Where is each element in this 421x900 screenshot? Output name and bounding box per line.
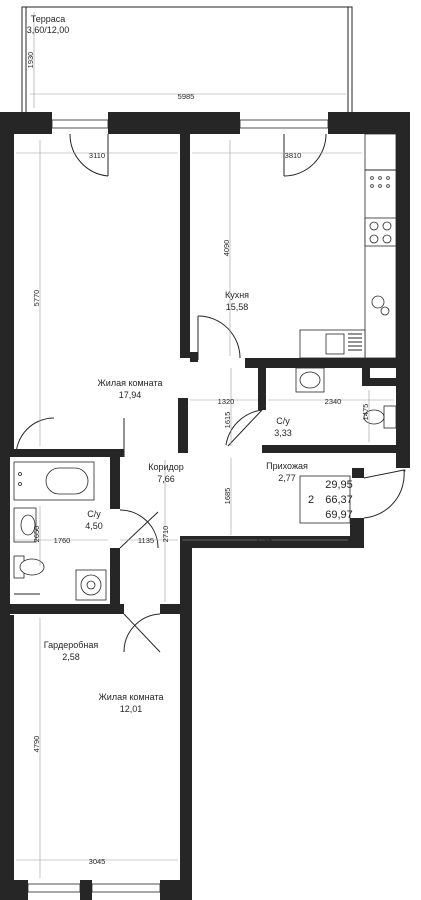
bath-large-fixtures	[13, 461, 107, 601]
living-area: 29,95	[325, 479, 353, 491]
area-summary: 2 29,95 66,37 69,97	[299, 475, 353, 524]
dim-kitchen-width: 3810	[285, 151, 302, 160]
dimension-labels: 1930 5985 3110 3810 5770 4090 1320 2340 …	[26, 52, 370, 866]
dim-terrace-width: 5985	[178, 92, 195, 101]
dim-living1-width: 3110	[89, 151, 105, 160]
living2-area: 12,01	[120, 704, 143, 714]
total-area-terrace: 69,97	[325, 509, 353, 521]
dim-corridor-depth: 1615	[223, 412, 232, 429]
kitchen-area: 15,58	[226, 302, 249, 312]
dim-corridor-width: 1135	[138, 536, 154, 545]
dim-corridor-length: 2710	[161, 526, 170, 543]
dim-living2-width: 3045	[89, 857, 106, 866]
hall-area: 2,77	[278, 473, 296, 483]
corridor-area: 7,66	[157, 474, 175, 484]
dim-hall-depth: 1685	[223, 488, 232, 505]
dim-bath-small-width: 2340	[325, 397, 342, 406]
corridor-name: Коридор	[148, 462, 184, 472]
rooms-count: 2	[308, 494, 314, 506]
walls	[0, 112, 410, 900]
dim-living2-length: 4790	[32, 736, 41, 753]
windows	[27, 119, 406, 893]
dim-terrace-depth: 1930	[26, 52, 35, 69]
total-area: 66,37	[325, 494, 353, 506]
kitchen-name: Кухня	[225, 290, 249, 300]
bath-large-area: 4,50	[85, 521, 103, 531]
bath-small-area: 3,33	[274, 428, 292, 438]
dim-bath-large-depth: 2650	[32, 526, 41, 543]
dim-bath-large-width: 1760	[54, 536, 71, 545]
living2-name: Жилая комната	[98, 692, 163, 702]
terrace-area: 3,60/12,00	[27, 25, 70, 35]
bath-large-name: С/у	[87, 509, 101, 519]
living1-area: 17,94	[119, 390, 142, 400]
terrace-name: Терраса	[31, 14, 66, 24]
kitchen-fixtures	[299, 133, 397, 359]
bath-small-name: С/у	[276, 416, 290, 426]
dim-corridor-seg: 1320	[218, 397, 235, 406]
dim-bath-small-depth: 1475	[361, 404, 370, 421]
terrace	[21, 6, 353, 112]
dim-kitchen-length: 4090	[222, 240, 231, 257]
dimension-lines	[14, 12, 394, 878]
wardrobe-name: Гардеробная	[44, 640, 99, 650]
bath-small-fixtures	[295, 367, 397, 429]
living1-name: Жилая комната	[97, 378, 162, 388]
dim-living1-length: 5770	[32, 290, 41, 307]
hall-name: Прихожая	[266, 461, 308, 471]
wardrobe-area: 2,58	[62, 652, 80, 662]
doors	[15, 133, 405, 653]
room-labels: Терраса 3,60/12,00 Жилая комната 17,94 К…	[27, 14, 308, 714]
dim-hall-width: 3185	[256, 536, 273, 545]
